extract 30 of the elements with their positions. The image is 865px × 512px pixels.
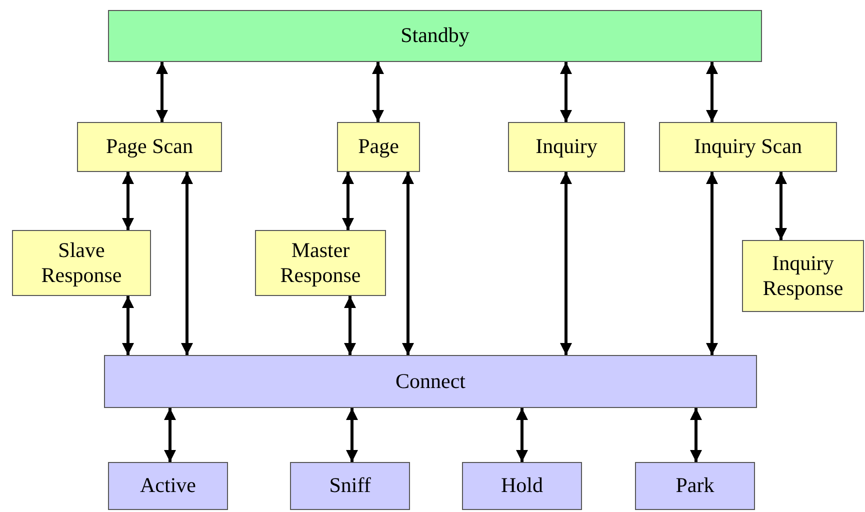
state-box: Inquiry bbox=[508, 122, 625, 172]
state-box: Inquiry Response bbox=[742, 240, 864, 312]
double-arrow bbox=[516, 408, 528, 462]
double-arrow bbox=[706, 62, 718, 122]
state-box: Master Response bbox=[255, 230, 386, 296]
state-box: Slave Response bbox=[12, 230, 151, 296]
state-bar: Standby bbox=[108, 10, 762, 62]
state-box: Page Scan bbox=[77, 122, 222, 172]
double-arrow bbox=[122, 172, 134, 230]
state-box: Active bbox=[108, 462, 228, 510]
double-arrow bbox=[164, 408, 176, 462]
state-box: Inquiry Scan bbox=[659, 122, 837, 172]
state-box: Hold bbox=[462, 462, 582, 510]
double-arrow bbox=[342, 172, 354, 230]
state-box: Connect bbox=[104, 355, 757, 408]
double-arrow bbox=[690, 408, 702, 462]
double-arrow bbox=[346, 408, 358, 462]
double-arrow bbox=[402, 172, 414, 355]
state-box: Park bbox=[635, 462, 755, 510]
double-arrow bbox=[344, 296, 356, 355]
double-arrow bbox=[122, 296, 134, 355]
double-arrow bbox=[372, 62, 384, 122]
double-arrow bbox=[775, 172, 787, 240]
double-arrow bbox=[560, 172, 572, 355]
state-box: Page bbox=[337, 122, 420, 172]
double-arrow bbox=[706, 172, 718, 355]
state-box: Sniff bbox=[290, 462, 410, 510]
double-arrow bbox=[181, 172, 193, 355]
double-arrow bbox=[156, 62, 168, 122]
double-arrow bbox=[560, 62, 572, 122]
